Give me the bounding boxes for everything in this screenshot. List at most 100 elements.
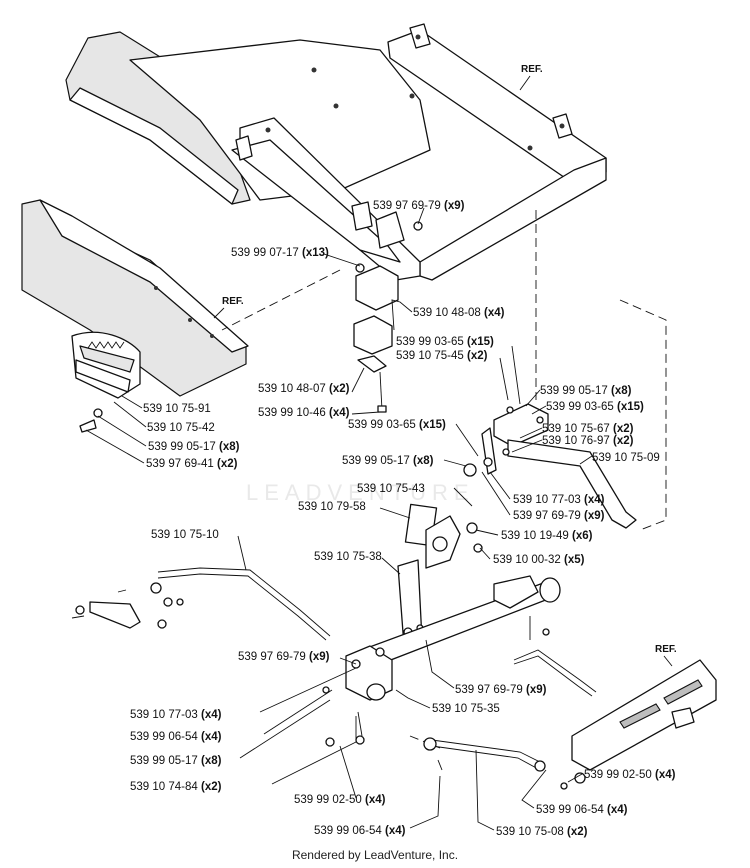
part-number: 539 10 75-67 [542, 423, 610, 435]
part-number-label: 539 10 75-91 [143, 403, 211, 415]
leader-line [579, 455, 593, 465]
part-callout: 539 10 75-45 (x2) [396, 350, 509, 401]
part-number: 539 99 06-54 [314, 825, 382, 837]
part-quantity: (x4) [198, 731, 222, 743]
part-callouts: 539 97 69-79 (x9)539 99 07-17 (x13)539 1… [85, 200, 676, 838]
upper-lift-arm [463, 403, 637, 529]
part-number: 539 10 75-45 [396, 350, 464, 362]
part-quantity: (x2) [610, 423, 634, 435]
part-number-label: 539 99 05-17 (x8) [148, 441, 240, 453]
part-number: 539 99 02-50 [584, 769, 652, 781]
leader-line [121, 395, 143, 409]
part-callout: 539 99 02-50 (x4) [567, 769, 676, 783]
part-number: 539 97 69-79 [455, 684, 523, 696]
part-number: 539 99 05-17 [148, 441, 216, 453]
part-callout: 539 99 06-54 (x4) [130, 689, 333, 743]
part-number-label: 539 99 03-65 (x15) [546, 401, 644, 413]
part-number-label: 539 10 77-03 (x4) [513, 494, 605, 506]
part-quantity: (x4) [581, 494, 605, 506]
part-number: 539 10 48-07 [258, 383, 326, 395]
leader-line [417, 207, 425, 225]
part-number: 539 99 03-65 [546, 401, 614, 413]
part-quantity: (x4) [652, 769, 676, 781]
left-rod-assembly [71, 567, 331, 641]
part-callout: 539 99 05-17 (x8) [97, 415, 240, 453]
footer-credit: Rendered by LeadVenture, Inc. [291, 848, 459, 862]
part-callout: 539 99 03-65 (x15) [348, 419, 479, 457]
leader-line [263, 689, 333, 735]
part-quantity: (x13) [299, 247, 329, 259]
part-number: 539 10 77-03 [130, 709, 198, 721]
lower-drag-link [325, 711, 546, 772]
leader-line [381, 557, 401, 575]
part-number: 539 10 75-08 [496, 826, 564, 838]
part-callout: 539 99 06-54 (x4) [521, 769, 628, 816]
leader-line [567, 773, 583, 783]
part-number: 539 10 48-08 [413, 307, 481, 319]
part-quantity: (x2) [610, 435, 634, 447]
part-quantity: (x4) [604, 804, 628, 816]
leader-line [511, 345, 521, 405]
leader-line [239, 699, 331, 759]
part-quantity: (x8) [198, 755, 222, 767]
part-number: 539 10 00-32 [493, 554, 561, 566]
part-quantity: (x4) [326, 407, 350, 419]
part-quantity: (x5) [561, 554, 585, 566]
side-plate [21, 199, 249, 397]
part-quantity: (x8) [608, 385, 632, 397]
part-quantity: (x4) [362, 794, 386, 806]
part-callout: 539 99 05-17 (x8) [130, 699, 331, 767]
part-callout: 539 10 75-91 [121, 395, 211, 415]
part-callout: 539 97 69-79 (x9) [238, 651, 357, 665]
part-quantity: (x4) [198, 709, 222, 721]
part-number: 539 99 02-50 [294, 794, 362, 806]
part-number: 539 10 74-84 [130, 781, 198, 793]
leader-line [475, 749, 495, 831]
leader-line [525, 389, 541, 407]
part-number: 539 99 06-54 [536, 804, 604, 816]
part-callout: 539 10 75-09 [579, 452, 660, 465]
leader-line [443, 459, 467, 467]
part-callout: 539 97 69-79 (x9) [373, 200, 465, 225]
watermark-text: LEADVENTURE [246, 480, 475, 505]
leader-line [479, 547, 491, 560]
part-callout: 539 10 75-38 [314, 551, 401, 575]
part-callout: 539 10 48-07 (x2) [258, 367, 365, 395]
part-number: 539 10 77-03 [513, 494, 581, 506]
main-cross-shaft [322, 575, 561, 701]
part-quantity: (x2) [564, 826, 588, 838]
part-number: 539 97 69-41 [146, 458, 214, 470]
part-number-label: 539 10 00-32 (x5) [493, 554, 585, 566]
part-callout: 539 10 75-67 (x2) [519, 423, 634, 439]
height-adjust-quadrant [71, 331, 141, 433]
part-number-label: 539 10 75-09 [592, 452, 660, 464]
part-number: 539 97 69-79 [238, 651, 306, 663]
leader-line [391, 299, 413, 331]
part-number: 539 10 75-91 [143, 403, 211, 415]
part-quantity: (x2) [198, 781, 222, 793]
ref-label-deck-bracket: REF. [655, 644, 677, 667]
part-number: 539 10 75-09 [592, 452, 660, 464]
right-link-rod [513, 616, 597, 697]
svg-text:REF.: REF. [655, 644, 677, 655]
part-number: 539 10 75-43 [357, 483, 425, 495]
part-number: 539 10 75-10 [151, 529, 219, 541]
part-quantity: (x6) [569, 530, 593, 542]
part-callout: 539 97 69-41 (x2) [85, 429, 238, 470]
part-number-label: 539 10 75-08 (x2) [496, 826, 588, 838]
leader-line [455, 423, 479, 457]
part-number: 539 10 75-42 [147, 422, 215, 434]
part-callout: 539 99 10-46 (x4) [258, 407, 381, 419]
part-callout: 539 10 48-08 (x4) [391, 299, 505, 331]
ref-label-side-plate: REF. [213, 296, 244, 319]
part-number-label: 539 99 10-46 (x4) [258, 407, 350, 419]
part-number-label: 539 99 03-65 (x15) [396, 336, 494, 348]
part-callout: 539 10 76-97 (x2) [511, 435, 634, 453]
leader-line [395, 689, 431, 709]
leader-line [379, 507, 411, 519]
part-number-label: 539 10 75-35 [432, 703, 500, 715]
part-quantity: (x8) [216, 441, 240, 453]
part-number-label: 539 99 06-54 (x4) [536, 804, 628, 816]
part-callout: 539 99 06-54 (x4) [314, 775, 441, 837]
